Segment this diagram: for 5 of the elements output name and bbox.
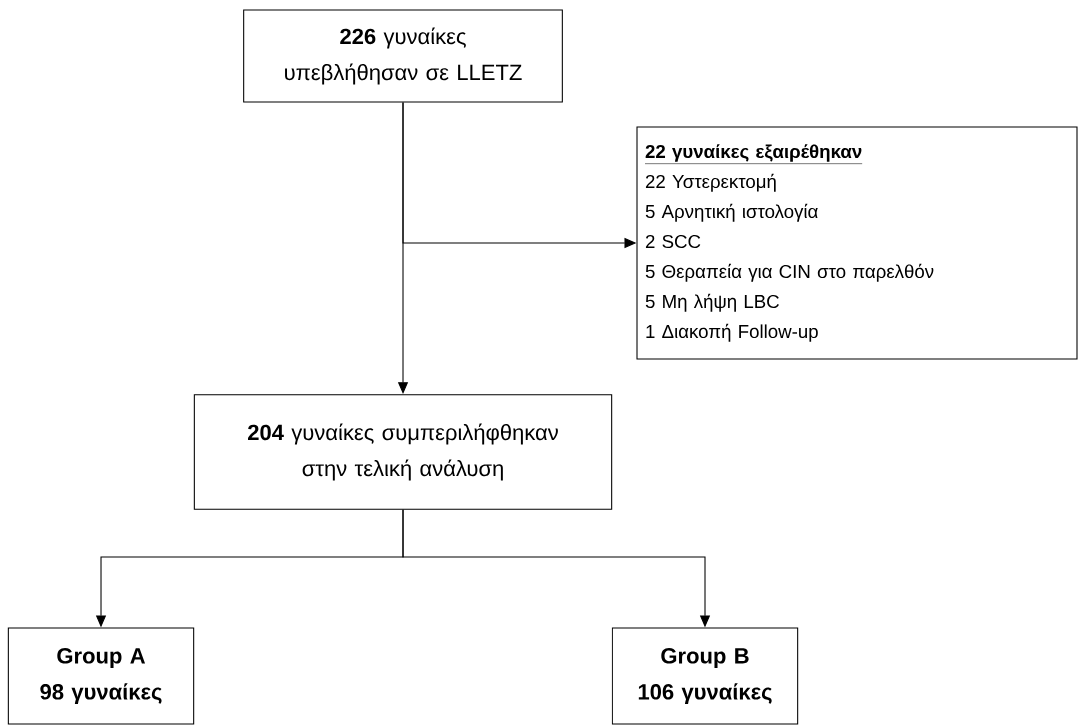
- process-box: 204 γυναίκες συμπεριλήφθηκαν στην τελική ανάλυση: [193, 394, 613, 510]
- group-box: Group B 106 γυναίκες: [611, 627, 799, 725]
- group-box: Group A 98 γυναίκες: [7, 627, 195, 725]
- process-box: 226 γυναίκες υπεβλήθησαν σε LLETZ: [243, 9, 563, 103]
- exclusion-box: 22 γυναίκες εξαιρέθηκαν 22 Υστερεκτομή 5 Αρνητική ιστολογία 2 SCC 5 Θεραπεία για CIN στο παρελθόν 5 Μη λήψη LBC 1 Διακοπή Follow-up: [636, 126, 1078, 360]
